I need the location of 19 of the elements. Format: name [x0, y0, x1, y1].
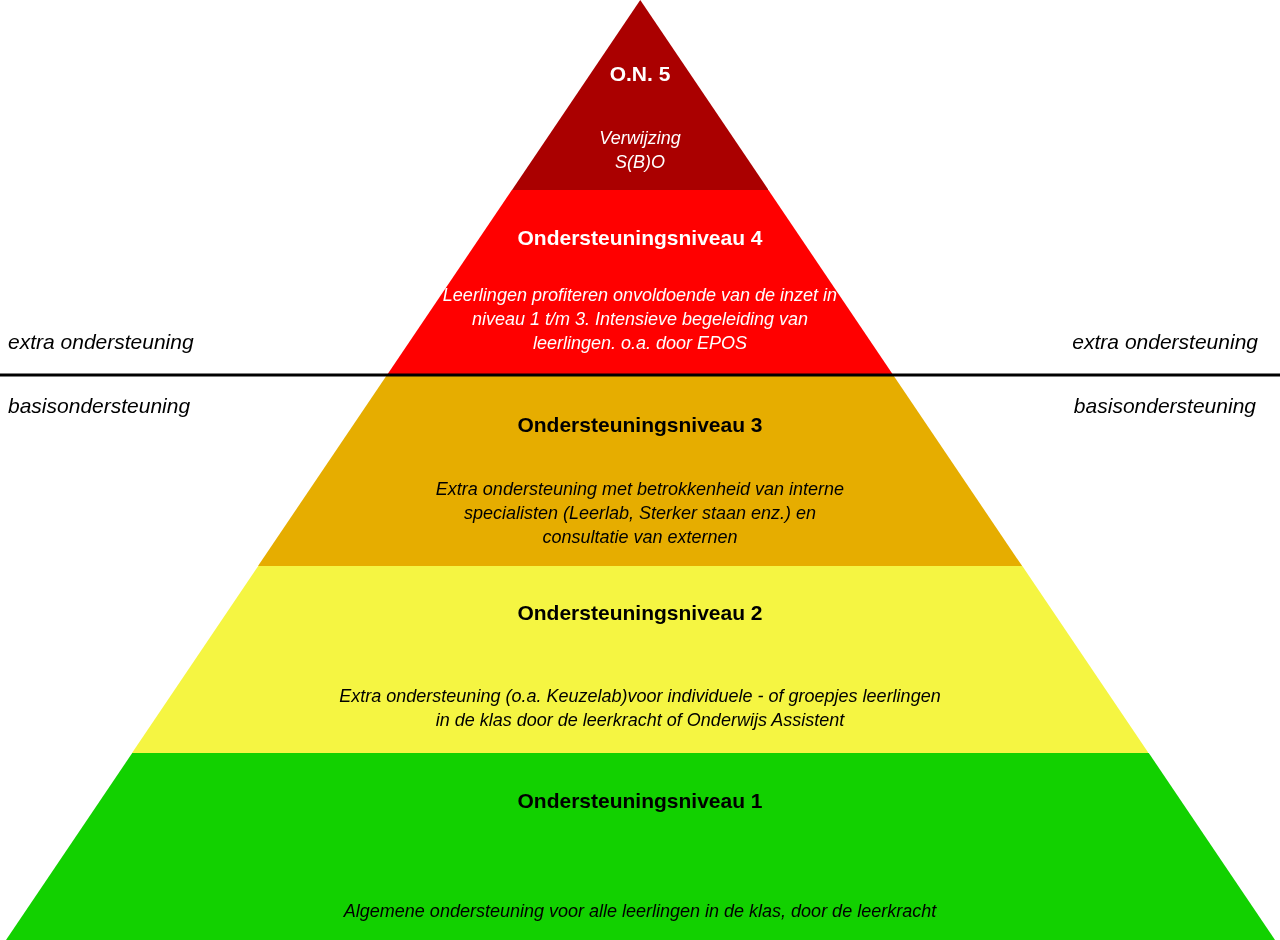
level-description: Verwijzing S(B)O — [598, 127, 682, 174]
pyramid-level — [5, 753, 1275, 940]
level-heading: Ondersteuningsniveau 3 — [517, 413, 763, 437]
level-description: Extra ondersteuning met betrokkenheid van interne specialisten (Leerlab, Sterker staan enz.) en consultatie van externen — [434, 478, 846, 549]
pyramid-level — [511, 0, 769, 190]
level-heading: Ondersteuningsniveau 4 — [517, 226, 763, 250]
zone-label: basisondersteuning — [1073, 394, 1256, 418]
pyramid-level — [131, 566, 1149, 753]
level-heading: Ondersteuningsniveau 2 — [517, 601, 763, 625]
level-description: Algemene ondersteuning voor alle leerlingen in de klas, door de leerkracht — [342, 900, 938, 923]
pyramid-level — [257, 375, 1023, 566]
zone-label: basisondersteuning — [8, 394, 191, 418]
level-description: Extra ondersteuning (o.a. Keuzelab)voor individuele - of groepjes leerlingen in de klas door de leerkracht of Onderwijs Assistent — [338, 685, 942, 732]
pyramid-level — [386, 190, 894, 375]
level-heading: O.N. 5 — [609, 62, 671, 86]
zone-label: extra ondersteuning — [1072, 330, 1258, 354]
level-description: Leerlingen profiteren onvoldoende van de inzet in niveau 1 t/m 3. Intensieve begeleiding van leerlingen. o.a. door EPOS — [441, 284, 839, 355]
zone-label: extra ondersteuning — [8, 330, 194, 354]
level-heading: Ondersteuningsniveau 1 — [517, 789, 763, 813]
